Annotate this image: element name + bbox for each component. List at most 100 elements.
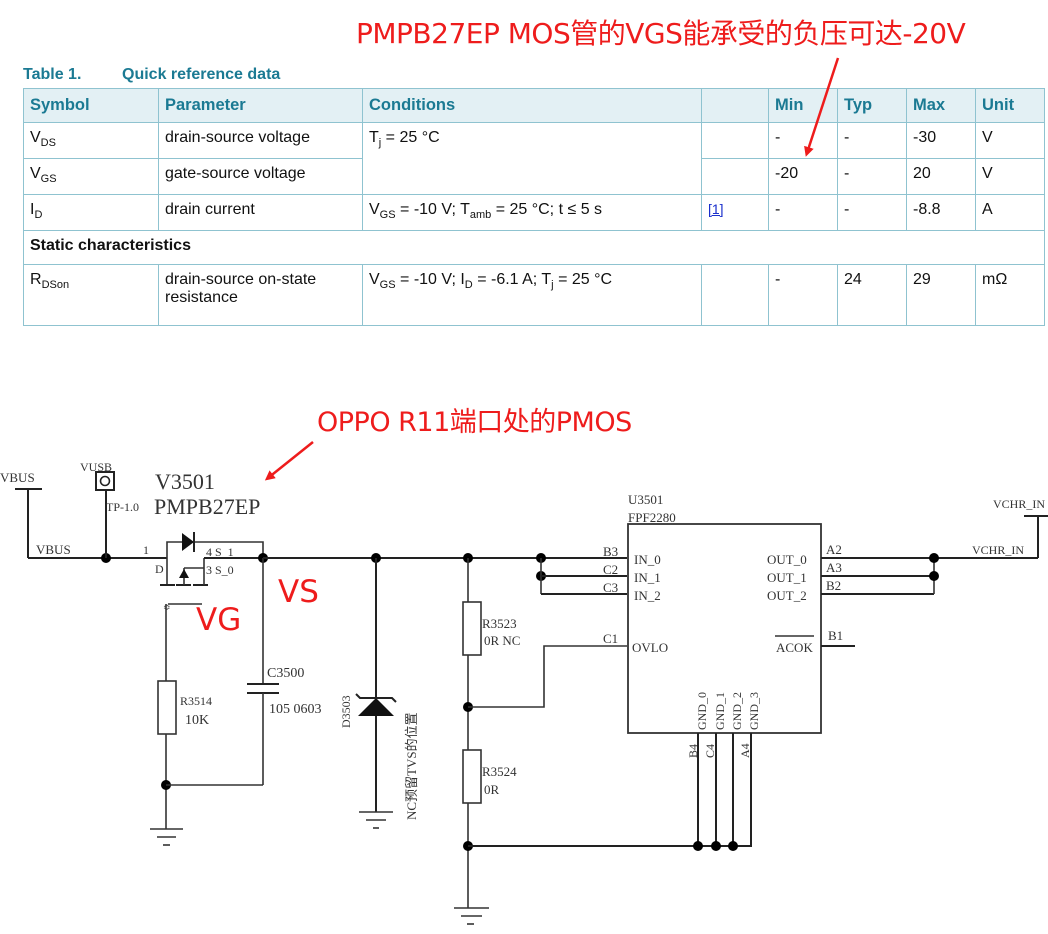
cell-typ: - (837, 122, 907, 159)
pin-ball: A3 (826, 560, 842, 575)
cond-sub: amb (469, 209, 492, 221)
cond-text: = -10 V; I (395, 271, 465, 288)
header-symbol: Symbol (23, 88, 159, 123)
cell-conditions: Tj = 25 °C (362, 122, 702, 195)
ground-symbol (150, 828, 183, 846)
cell-unit: V (975, 122, 1045, 159)
footnote-link[interactable]: [1] (708, 201, 724, 217)
symbol-main: V (30, 165, 41, 182)
symbol-sub: DS (40, 137, 56, 149)
cell-min: - (768, 264, 838, 326)
label-vg: VG (196, 602, 242, 638)
pin-name: IN_2 (634, 588, 661, 603)
symbol-main: R (30, 271, 42, 288)
ic-body (627, 523, 822, 734)
cond-text: T (369, 129, 379, 146)
ground-symbol (359, 811, 393, 829)
tvs-diode-icon (358, 698, 394, 716)
ground-symbol (454, 907, 489, 925)
pin-ball: A2 (826, 542, 842, 557)
pin-name: IN_1 (634, 570, 661, 585)
cell-symbol: RDSon (23, 264, 159, 326)
pin-name: GND_0 (695, 692, 709, 730)
parameter-line: resistance (165, 289, 238, 306)
mos-ref: V3501 (155, 469, 215, 494)
section-row: Static characteristics (23, 230, 1045, 265)
cell-unit: mΩ (975, 264, 1045, 326)
resistor-r3524 (462, 749, 482, 804)
cond-text: = -6.1 A; T (472, 271, 552, 288)
cond-text: V (369, 201, 380, 218)
cond-text: = 25 °C; t ≤ 5 s (491, 201, 603, 218)
header-max: Max (906, 88, 976, 123)
pin-name: ACOK (776, 640, 813, 655)
cond-sub: GS (379, 279, 396, 291)
symbol-main: V (30, 129, 41, 146)
cell-symbol: VGS (23, 158, 159, 195)
pin-ball: C4 (703, 744, 717, 758)
table-caption: Quick reference data (122, 66, 281, 83)
junction-dot (929, 553, 939, 563)
cond-text: = -10 V; T (395, 201, 470, 218)
label-vs: VS (278, 574, 319, 610)
symbol-sub: GS (40, 173, 57, 185)
cell-conditions: VGS = -10 V; Tamb = 25 °C; t ≤ 5 s (362, 194, 702, 231)
header-typ: Typ (837, 88, 907, 123)
c3500-ref: C3500 (267, 666, 304, 681)
table-row: ID drain current VGS = -10 V; Tamb = 25 … (23, 194, 1045, 231)
vchr-net-label: VCHR_IN (972, 543, 1024, 557)
pin-d-number: 1 (143, 543, 149, 557)
body-diode-path (166, 541, 264, 558)
pin-ball: C1 (603, 631, 618, 646)
r3524-ref: R3524 (482, 764, 517, 779)
pin-name: IN_0 (634, 552, 661, 567)
ic-part: FPF2280 (628, 510, 676, 525)
table-row: VDS drain-source voltage Tj = 25 °C - - … (23, 122, 1045, 195)
symbol-main: I (30, 201, 35, 218)
cond-text: = 25 °C (553, 271, 613, 288)
header-unit: Unit (975, 88, 1045, 123)
arrow-to-pmos (264, 441, 314, 481)
ic-u3501: U3501 FPF2280 B3 C2 C3 C1 IN_0 IN_1 IN_2… (603, 492, 855, 847)
cell-max: -30 (906, 122, 976, 159)
pin-name: GND_2 (730, 692, 744, 730)
test-point-hole (99, 475, 111, 487)
r3514-value: 10K (185, 713, 209, 728)
pin-ball: C3 (603, 580, 618, 595)
vusb-test-point: VUSB TP-1.0 (80, 460, 139, 558)
symbol-sub: D (34, 209, 43, 221)
header-footnote (701, 88, 769, 123)
mos-part: PMPB27EP (154, 494, 260, 519)
table-header-row: Symbol Parameter Conditions Min Typ Max … (23, 88, 1045, 123)
parameter-line: drain-source on-state (165, 271, 317, 288)
test-point-pad (95, 471, 115, 491)
pin-name: OUT_1 (767, 570, 807, 585)
tp-label: TP-1.0 (106, 500, 139, 514)
pin-d-label: D (155, 562, 164, 576)
vbus-port: VBUS (0, 470, 42, 558)
mos-arrow-icon (179, 569, 189, 578)
vusb-label: VUSB (80, 460, 112, 474)
quick-reference-table: Symbol Parameter Conditions Min Typ Max … (23, 88, 1045, 326)
cond-text: V (369, 271, 380, 288)
cell-parameter: drain-source voltage (158, 122, 363, 159)
r3523-value: 0R NC (484, 633, 520, 648)
cell-parameter: gate-source voltage (158, 158, 363, 195)
pmos-v3501: V3501 PMPB27EP 1 D 4 S_1 3 S_0 ≎ (143, 469, 264, 612)
vchr-port-label: VCHR_IN (993, 497, 1045, 511)
junction-dot (728, 841, 738, 851)
vbus-port-label: VBUS (0, 470, 35, 485)
resistor-r3514 (157, 680, 177, 735)
cond-text: = 25 °C (381, 129, 440, 146)
junction-dot (711, 841, 721, 851)
cell-footnote: [1] (701, 194, 769, 231)
d3503-ref: D3503 (339, 695, 353, 728)
section-static-characteristics: Static characteristics (23, 230, 1045, 265)
table-number: Table 1. (23, 66, 82, 83)
body-diode-icon (182, 533, 194, 551)
pin-s0-label: 3 S_0 (206, 563, 234, 577)
cond-sub: j (551, 279, 554, 291)
